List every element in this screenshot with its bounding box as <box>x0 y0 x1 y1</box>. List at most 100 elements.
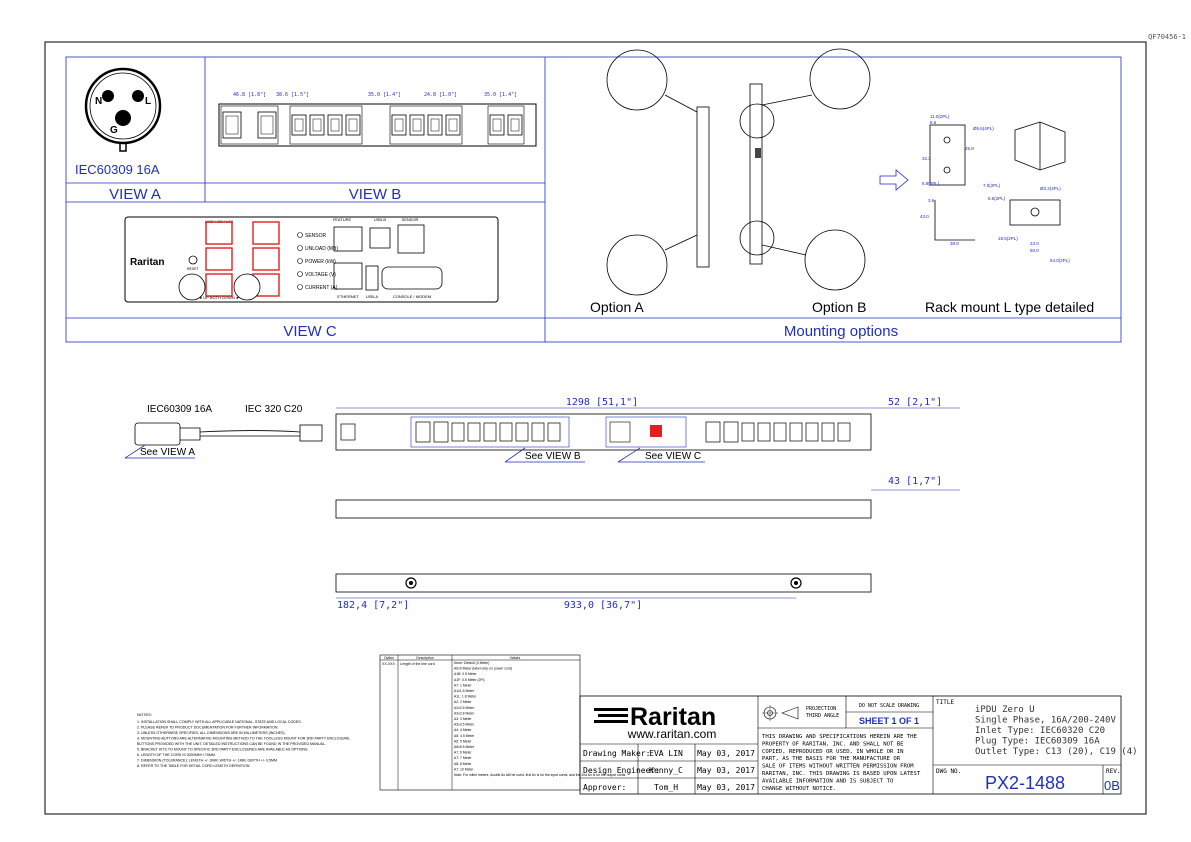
doc-code: QF70456-1 <box>1148 33 1186 41</box>
note-item: 6. LENGTH OF THE CORD IS 3000MM+/-70MM. <box>137 753 216 757</box>
disclaimer-line: RARITAN, INC. THIS DRAWING IS BASED UPON… <box>762 771 921 777</box>
table-value: A1L: 1.8 Meter <box>454 695 477 699</box>
approver-name: Tom_H <box>654 783 678 792</box>
outlet <box>773 422 787 442</box>
dim-length: 1298 [51,1"] <box>566 397 638 408</box>
note-item: 2. PLEASE REFER TO PRODUCT DOCUMENTATION… <box>137 726 279 730</box>
view-b-dim-5: 35.0 [1.4"] <box>484 92 517 98</box>
reset-label: RESET <box>187 267 200 271</box>
notes: NOTES: 1. INSTALLATION SHALL COMPLY WITH… <box>137 712 350 768</box>
option-b-label: Option B <box>812 299 866 315</box>
display-digit <box>205 247 233 271</box>
note-item: BUTTONS PROVIDED WITH THE UNIT. DETAILED… <box>137 742 326 746</box>
led-label: VOLTAGE (V) <box>305 272 336 278</box>
table-value: A0x0 Meter (label only, no power cord) <box>454 667 512 671</box>
table-value: A2x2.5 Meter <box>454 706 475 710</box>
note-item: 1. INSTALLATION SHALL COMPLY WITH ALL AP… <box>137 720 302 724</box>
table-value: A3x3.5 Meter <box>454 723 475 727</box>
table-value: A5: 5 Meter <box>454 739 472 743</box>
raritan-logo: Raritan <box>594 703 716 731</box>
note-item: 7. DIMENSION (TOLERANCE): LENGTH +/- 3MM… <box>137 759 277 763</box>
design-engineer-date: May 03, 2017 <box>697 766 755 775</box>
arrow-icon <box>879 169 909 191</box>
c19-outlet <box>257 111 277 139</box>
note-item: 8. REFER TO THE TABLE FOR DETAIL CORD LE… <box>137 764 250 768</box>
disclaimer-line: SALE OF ITEMS WITHOUT WRITTEN PERMISSION… <box>762 764 914 770</box>
see-view-a-link[interactable]: See VIEW A <box>140 447 195 458</box>
table-option-code: XX-XXX <box>382 662 396 666</box>
dim-pitch: 933,0 [36,7"] <box>564 600 642 611</box>
bracket-dimension: 7.0(2PL) <box>983 183 1001 188</box>
c13-outlet <box>489 114 505 136</box>
outlet <box>515 422 529 442</box>
view-b-dim-1: 46.8 [1.8"] <box>233 92 266 98</box>
usb-b-port <box>369 227 391 249</box>
bracket-dimension: 3.6 <box>928 198 935 203</box>
note-item: 4. MOUNTING BUTTONS ARE ALTERNATIVE MOUN… <box>137 737 350 741</box>
led-indicator <box>297 258 303 264</box>
outlet <box>723 421 739 443</box>
port-console-label: CONSOLE / MODEM <box>393 294 431 299</box>
led-label: UNLOAD (MB) <box>305 246 338 252</box>
bracket-dimension: 25.8 <box>965 146 974 151</box>
view-c-title: VIEW C <box>283 323 337 340</box>
bracket-drawing <box>929 121 1066 241</box>
disclaimer-line: CHANGE WITHOUT NOTICE. <box>762 786 836 792</box>
logo-text: Raritan <box>630 703 716 731</box>
table-header-values: Values <box>510 656 521 660</box>
mounting-title: Mounting options <box>784 323 898 340</box>
bracket-dimension: Ø3.2(4PL) <box>1040 186 1061 191</box>
bracket-dimension: 38.0 <box>950 241 959 246</box>
plug-label-2: IEC 320 C20 <box>245 404 303 415</box>
approver-date: May 03, 2017 <box>697 783 755 792</box>
drawing-maker-date: May 03, 2017 <box>697 749 755 758</box>
outlet <box>789 422 803 442</box>
note-item: 5. BRACKET KITS TO MOUNT TO SPECIFIC 3RD… <box>137 748 308 752</box>
outlet <box>531 422 545 442</box>
dim-offset: 182,4 [7,2"] <box>337 600 409 611</box>
outlet <box>837 422 851 442</box>
design-engineer-role: Design Engineer: <box>583 766 660 775</box>
pin-n-label: N <box>95 96 102 107</box>
led-label: CURRENT (A) <box>305 285 338 291</box>
outlet <box>757 422 771 442</box>
display-digit <box>205 221 233 245</box>
bracket-dimension: Ø5.6(4PL) <box>973 126 994 131</box>
table-value: None: Default (3 Meter) <box>454 661 489 665</box>
console-port <box>381 266 443 290</box>
view-b: 46.8 [1.8"] 38.6 [1.5"] 35.0 [1.4"] 24.8… <box>218 92 537 203</box>
title-label: TITLE <box>936 699 954 706</box>
title-line: Single Phase, 16A/200-240V <box>975 716 1116 726</box>
c13-outlet <box>345 114 361 136</box>
table-value: A5x5.5 Meter <box>454 745 475 749</box>
led-label: SENSOR <box>305 233 327 239</box>
approver-role: Approver: <box>583 783 626 792</box>
c13-outlet <box>391 114 407 136</box>
outlet <box>741 422 755 442</box>
bracket-dimension: 43.0 <box>920 214 929 219</box>
table-value: A1x1.5 Meter <box>454 689 475 693</box>
see-view-c-link[interactable]: See VIEW C <box>645 451 701 462</box>
plug-label-1: IEC60309 16A <box>147 404 212 415</box>
port-usbb-label: USB-B <box>374 217 387 222</box>
bracket-dimension: 54.0(2PL) <box>1050 258 1070 263</box>
options-table: Option Description Values XX-XXX Length … <box>379 654 626 791</box>
table-value: A2: 2 Meter <box>454 700 472 704</box>
title-line: Outlet Type: C13 (20), C19 (4) <box>975 747 1138 757</box>
table-value: A7: 6 Meter <box>454 751 472 755</box>
outlet <box>805 422 819 442</box>
dwg-number: PX2-1488 <box>985 773 1065 793</box>
title-block: Raritan www.raritan.com Drawing Maker: E… <box>579 695 1138 795</box>
see-view-b-link[interactable]: See VIEW B <box>525 451 581 462</box>
view-c-brand: Raritan <box>130 257 164 268</box>
company-url[interactable]: www.raritan.com <box>627 727 717 741</box>
table-header-description: Description <box>416 656 434 660</box>
bracket-dimension: 5.5(2PL) <box>988 196 1006 201</box>
table-value: A1B: 0.5 Meter <box>454 672 477 676</box>
view-c: LINE / CB / LS8 Raritan RESET ◄ UP BOTH … <box>124 216 499 340</box>
view-b-dim-2: 38.6 [1.5"] <box>276 92 309 98</box>
pdu-side <box>335 499 872 519</box>
table-value: A2x2.8 Meter <box>454 711 475 715</box>
projection-label: PROJECTION <box>806 706 836 712</box>
title-line: Inlet Type: IEC60320 C20 <box>975 726 1105 736</box>
